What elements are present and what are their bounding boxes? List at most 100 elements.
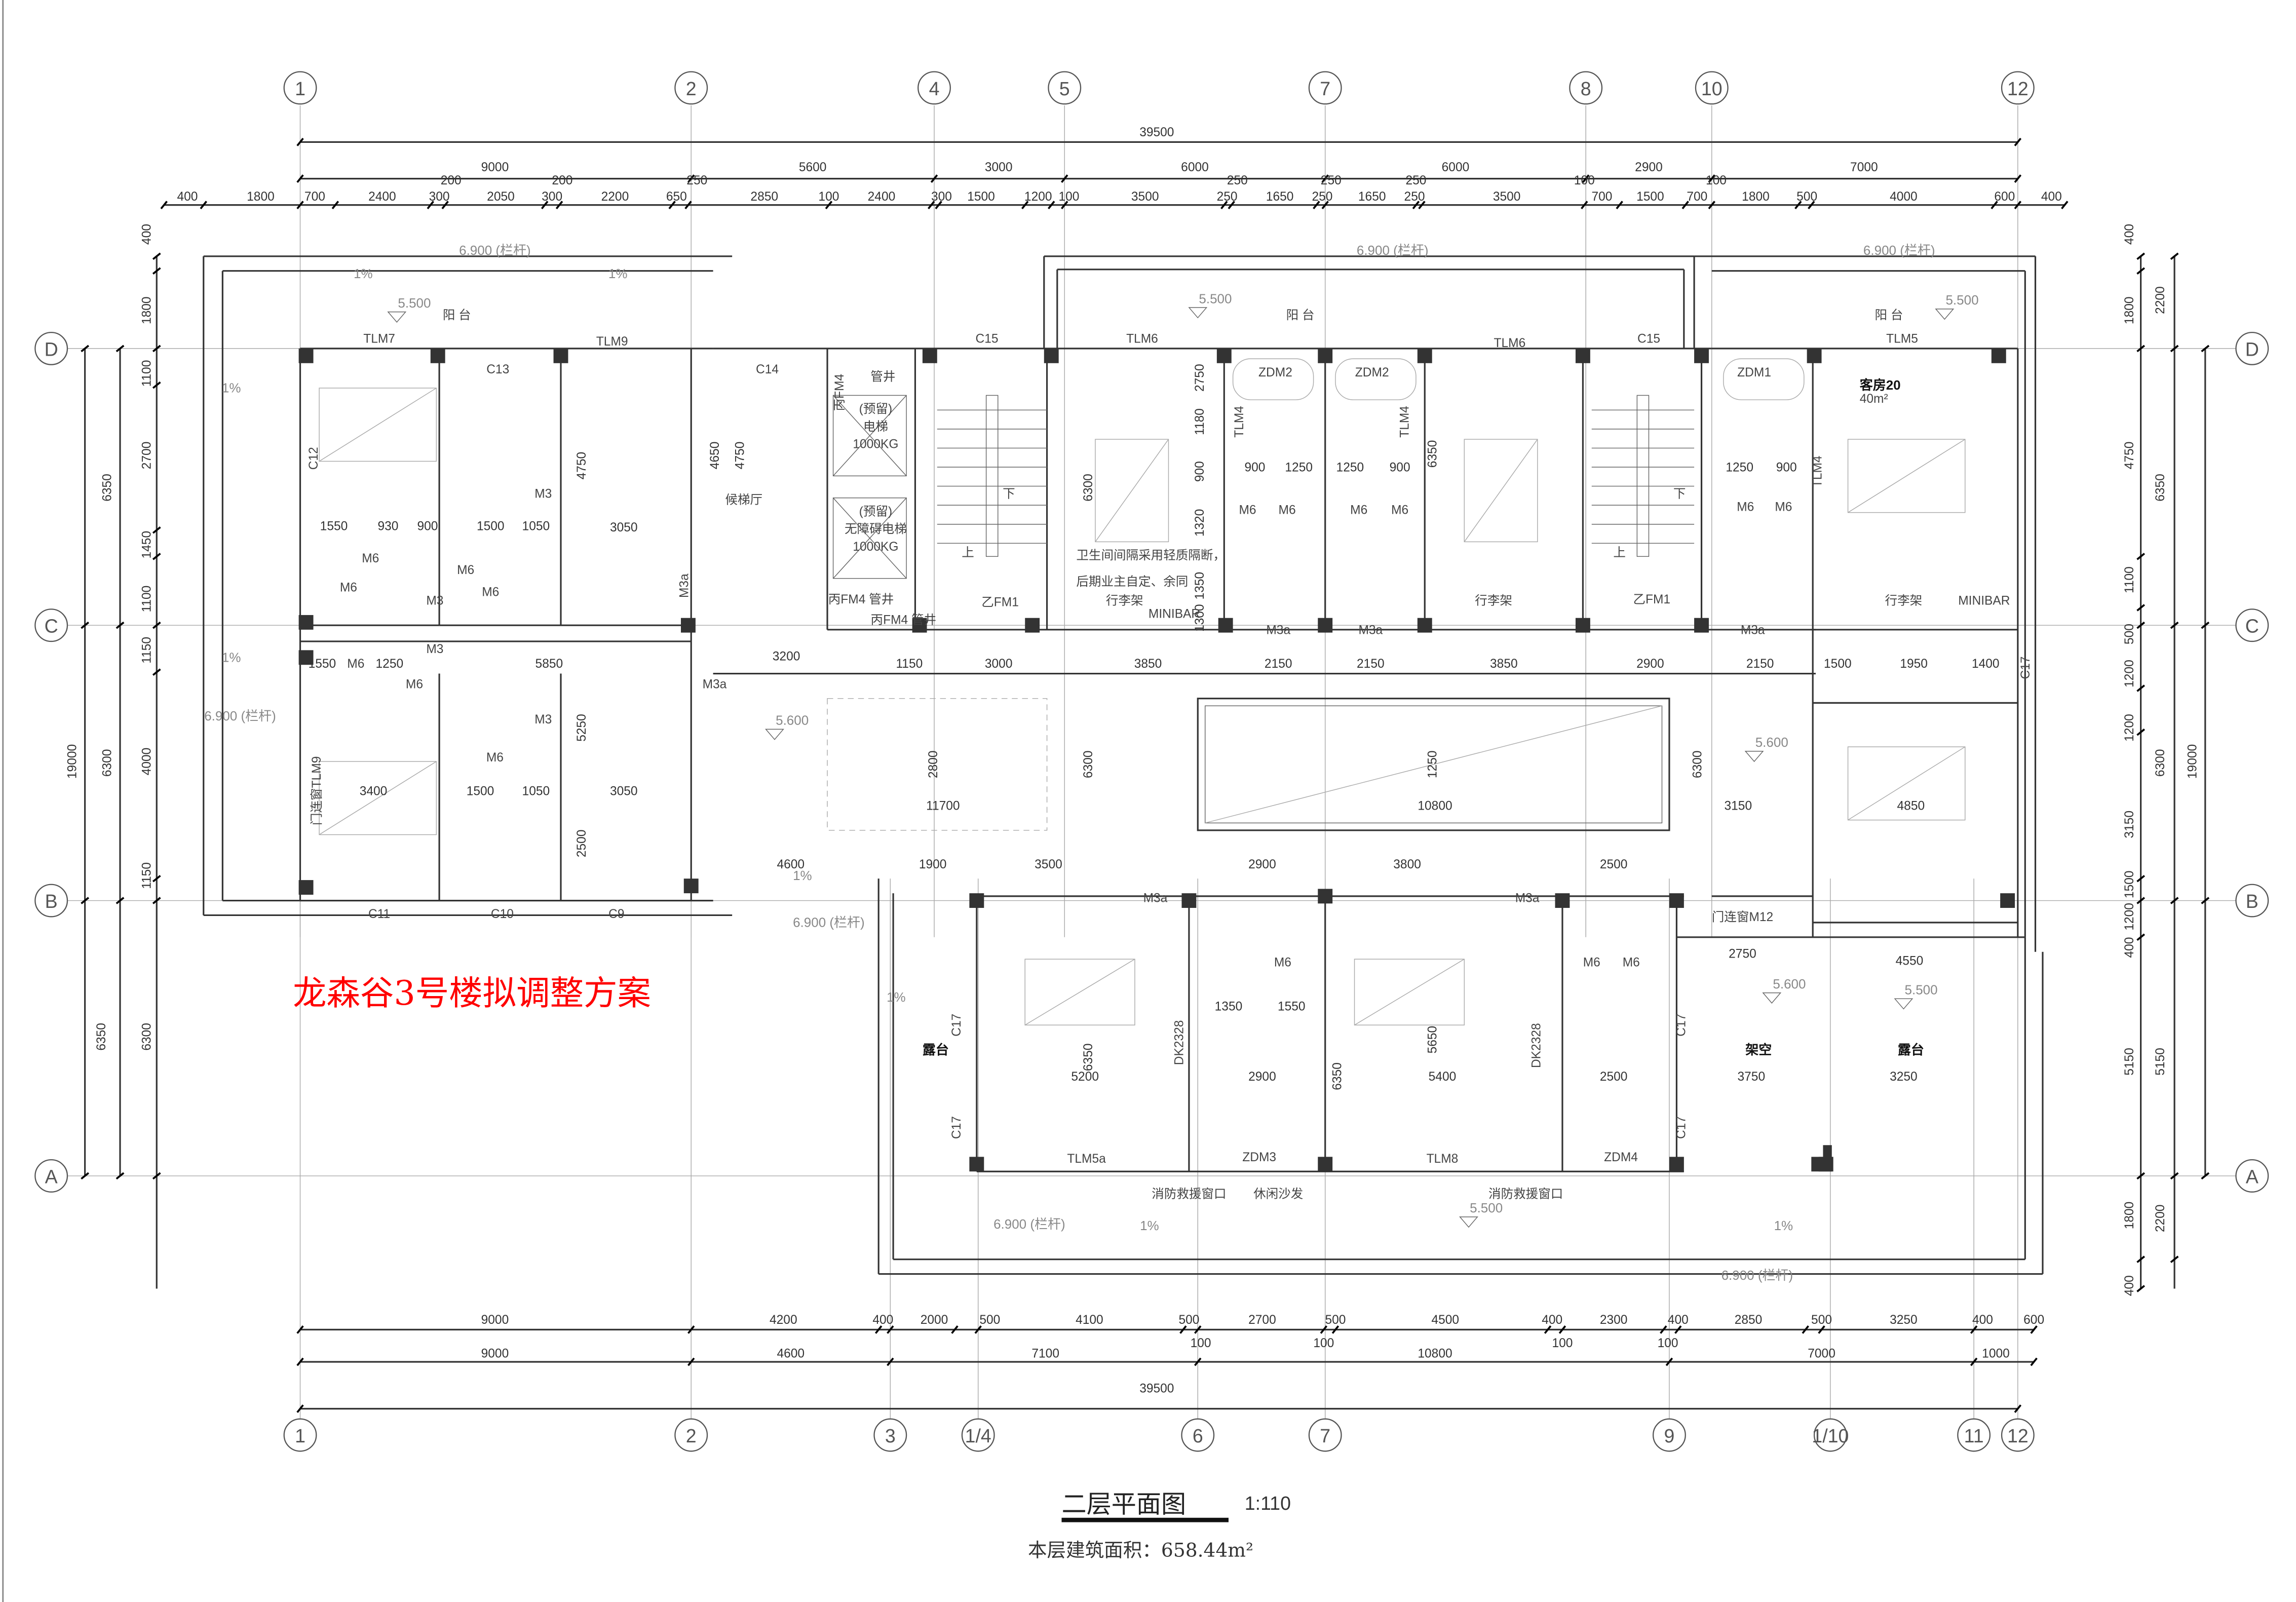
dimension-text: 3800: [1393, 858, 1421, 871]
dimension-text: 200: [441, 174, 462, 187]
dimension-text: 1320: [1193, 509, 1207, 537]
railing-elevation: 6.900 (栏杆): [204, 708, 276, 723]
balcony-label: 阳 台: [443, 308, 471, 322]
dimension-text: 600: [2023, 1313, 2044, 1327]
dimension-text: 1250: [1426, 750, 1439, 778]
stair-handrail: [1636, 395, 1650, 557]
dimension-tick: [1321, 174, 1329, 183]
door-window-code: M3a: [1266, 624, 1290, 637]
axis-label-top: 2: [686, 78, 697, 99]
dimension-tick: [668, 201, 676, 210]
structural-column: [680, 618, 696, 633]
dimension-text: 100: [1191, 1337, 1211, 1350]
door-window-code: 行李架: [1885, 594, 1923, 608]
slope-label: 1%: [793, 868, 812, 883]
dimension-tick: [687, 174, 695, 183]
dimension-text: 3050: [610, 784, 638, 798]
bed-icon: [1464, 439, 1538, 543]
dimension-tick: [2170, 345, 2179, 353]
dimension-text: 400: [2123, 1275, 2136, 1296]
axis-bubble: [1181, 1418, 1215, 1452]
dimension-tick: [2136, 874, 2146, 883]
dimension-text: 250: [1312, 190, 1332, 204]
bed-icon: [1024, 959, 1135, 1025]
dimension-text: 1200: [2123, 714, 2136, 742]
axis-bubble: [2235, 331, 2269, 365]
dimension-text: 5850: [535, 657, 563, 671]
dimension-text: 100: [1552, 1337, 1573, 1350]
dimension-text: 6300: [101, 749, 114, 777]
dimension-tick: [2201, 897, 2210, 904]
dimension-text: 6000: [1442, 161, 1470, 174]
dimension-tick: [296, 1404, 304, 1413]
dimension-text: 4000: [1890, 190, 1918, 204]
dimension-text: 400: [140, 224, 154, 245]
dimension-tick: [687, 1357, 695, 1366]
dimension-tick: [687, 1325, 695, 1334]
dimension-text: 3250: [1890, 1070, 1918, 1084]
dimension-text: 1550: [1278, 1000, 1306, 1013]
door-window-code: TLM4: [1398, 406, 1411, 438]
door-window-code: M6: [1274, 956, 1291, 970]
bed-icon: [319, 761, 437, 835]
furniture-and-fixtures: [319, 358, 1966, 1172]
dimension-text: 2500: [1600, 858, 1628, 871]
dimension-text: 2750: [1193, 364, 1207, 392]
door-window-code: M3a: [1741, 624, 1765, 637]
dimension-text: 5250: [575, 714, 589, 742]
slope-label: 1%: [1774, 1218, 1793, 1233]
dimension-text: 900: [1193, 461, 1207, 482]
dimension-text: 2900: [1635, 161, 1663, 174]
dimension-text: 500: [1811, 1313, 1832, 1327]
door-window-code: C15: [1637, 332, 1660, 346]
structural-column: [1991, 348, 2006, 363]
axis-label-right: B: [2246, 891, 2259, 912]
dimension-text: 39500: [1139, 126, 1174, 139]
dimension-tick: [555, 201, 563, 210]
structural-column: [430, 348, 445, 363]
door-window-code: M6: [1279, 504, 1296, 517]
door-window-code: M6: [486, 751, 504, 765]
elevation-triangle-icon: [1762, 992, 1782, 1004]
dimension-text: 4500: [1431, 1313, 1459, 1327]
dimension-text: 1800: [247, 190, 275, 204]
dimension-text: 19000: [2186, 744, 2199, 779]
dimension-tick: [887, 1357, 894, 1366]
dimension-text: 4650: [708, 442, 722, 470]
structural-column: [1694, 348, 1709, 363]
elevation-triangle-icon: [765, 729, 784, 740]
axis-bubble: [1308, 1418, 1342, 1452]
bed-icon: [1848, 439, 1966, 513]
dimension-text: 1150: [896, 657, 923, 671]
dimension-tick: [116, 1172, 125, 1180]
dimension-text: 2900: [1636, 657, 1664, 671]
dimension-text: 250: [1405, 174, 1426, 187]
axis-bubble: [34, 1159, 68, 1193]
dimension-text: 6300: [1082, 474, 1095, 502]
dimension-tick: [441, 201, 449, 210]
dimension-text: 7100: [1031, 1347, 1059, 1360]
dimension-tick: [1794, 201, 1802, 210]
dimension-tick: [1313, 201, 1320, 210]
dimension-text: 1300: [1193, 604, 1207, 632]
dimension-text: 6300: [2154, 749, 2167, 777]
room-name: 客房20: [1860, 377, 1901, 393]
outdoor-area-label: 露台: [1898, 1042, 1924, 1057]
dimension-text: 400: [1972, 1313, 1993, 1327]
dimension-text: 3850: [1490, 657, 1518, 671]
structural-column: [1318, 348, 1333, 363]
elevation-mark: 5.600: [776, 713, 809, 728]
dimension-text: 500: [2123, 624, 2136, 644]
dimension-text: 300: [931, 190, 952, 204]
dimension-tick: [1228, 201, 1235, 210]
dimension-text: 250: [1321, 174, 1342, 187]
door-window-code: C17: [950, 1014, 964, 1037]
slope-label: 1%: [887, 989, 906, 1005]
stair-handrail: [985, 395, 999, 557]
dimension-text: 2400: [368, 190, 396, 204]
dimension-tick: [152, 526, 161, 534]
door-window-code: TLM4: [1233, 406, 1246, 438]
dimension-text: 300: [429, 190, 450, 204]
